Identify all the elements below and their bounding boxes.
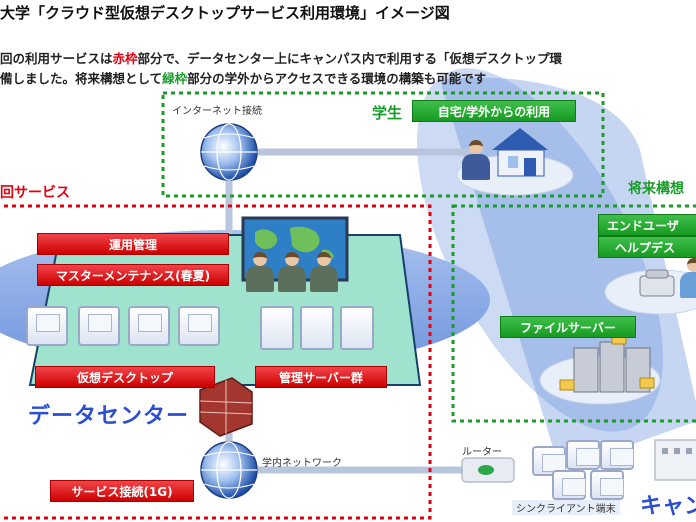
service-connection-box: サービス接続(1G) [50,480,194,502]
virtual-desktop-icon [128,306,170,346]
internet-globe-icon [200,123,258,181]
virtual-desktop-icon [178,306,220,346]
file-server-box: ファイルサーバー [500,316,636,338]
router-icon [461,457,515,483]
admin-person-icon [278,252,306,292]
datacenter-label: データセンター [28,404,190,429]
future-label: 将来構想 [628,181,684,197]
intro-line-2-pre: 備しました。将来構想として [0,71,163,86]
admin-person-icon [246,252,274,292]
management-server-icon [300,306,334,350]
admin-person-icon [310,252,338,292]
intro-line-2: 備しました。将来構想として緑枠部分の学外からアクセスできる環境の構築も可能です [0,68,486,87]
thin-client-icon [590,470,624,500]
intro-line-1-post: 部分で、データセンター上にキャンパス内で利用する「仮想デスクトップ環 [137,51,563,66]
operation-box: 運用管理 [37,233,229,255]
helpdesk-person-icon [680,258,696,298]
intro-green-keyword: 緑枠 [162,71,188,86]
virtual-desktop-icon [78,306,120,346]
enduser-box-line2: ヘルプデス [598,236,696,258]
virtual-desktop-icon [26,306,68,346]
current-service-frame [0,204,432,520]
house-icon [492,128,548,177]
thin-client-icon [552,470,586,500]
student-person-icon [462,140,490,180]
management-server-icon [340,306,374,350]
internet-label: インターネット接続 [172,106,262,117]
campus-network-label: 学内ネットワーク [262,458,342,469]
enduser-box-line1: エンドユーザ [598,214,696,236]
intro-line-1-pre: 回の利用サービスは [0,51,113,66]
master-maintenance-box: マスターメンテナンス(春夏) [37,264,229,286]
campus-globe-icon [200,441,258,499]
internet-frame [161,91,605,198]
management-server-icon [260,306,294,350]
intro-line-2-post: 部分の学外からアクセスできる環境の構築も可能です [187,71,487,86]
thin-client-icon [566,440,600,470]
telephone-icon [639,269,675,297]
page-title: 大学「クラウド型仮想デスクトップサービス利用環境」イメージ図 [0,4,450,22]
campus-label: キャン [640,494,696,519]
home-use-box: 自宅/学外からの利用 [412,100,576,122]
firewall-icon [199,377,253,437]
management-servers-box: 管理サーバー群 [255,366,387,388]
file-server-icon [559,333,655,393]
virtual-desktop-box: 仮想デスクトップ [35,366,215,388]
intro-line-1: 回の利用サービスは赤枠部分で、データセンター上にキャンパス内で利用する「仮想デス… [0,48,562,67]
router-label: ルーター [462,447,502,458]
intro-red-keyword: 赤枠 [112,51,138,66]
student-label: 学生 [372,104,403,122]
current-service-label: 回サービス [0,185,70,201]
thin-client-label: シンクライアント端末 [512,500,620,515]
thin-client-icon [532,446,566,476]
thin-client-icon [600,440,634,470]
campus-building-icon [654,439,696,481]
